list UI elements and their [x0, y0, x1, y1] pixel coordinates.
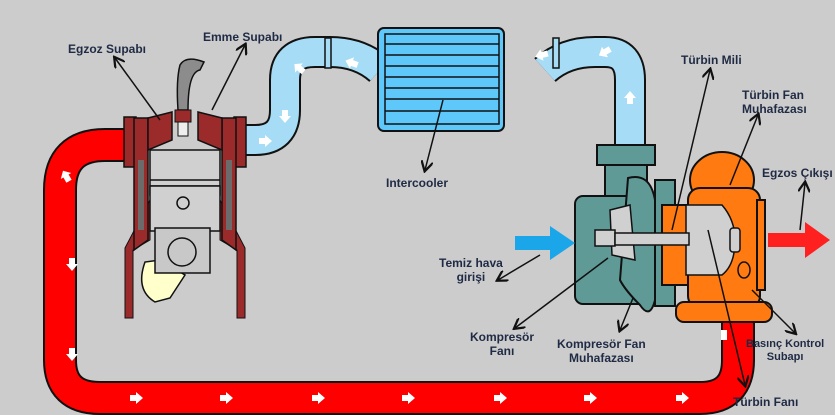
- label-line: Türbin Fan: [742, 88, 804, 102]
- label-line: Basınç Kontrol: [746, 338, 825, 350]
- intake-flow-arrows: [259, 46, 636, 147]
- label-line: Kompresör Fan: [557, 337, 646, 351]
- label-temiz-hava-girisi: Temiz hava girişi: [439, 256, 503, 284]
- label-turbin-fani: Türbin Fanı: [733, 395, 799, 409]
- label-line: Temiz hava: [439, 256, 503, 270]
- label-line: Muhafazası: [742, 102, 807, 116]
- exhaust-out-arrow: [768, 222, 830, 258]
- leader-lines: [115, 45, 805, 385]
- compressor: [574, 144, 676, 313]
- label-intercooler: Intercooler: [386, 176, 449, 190]
- label-line: girişi: [456, 270, 486, 284]
- fresh-air-arrow: [515, 226, 575, 260]
- turbine-shaft: [614, 232, 690, 246]
- label-turbin-mili: Türbin Mili: [681, 53, 742, 67]
- label-kompresor-fan-muhafazasi: Kompresör Fan Muhafazası: [557, 337, 646, 365]
- label-egzoz-supabi: Egzoz Supabı: [68, 42, 146, 56]
- label-line: Muhafazası: [569, 351, 634, 365]
- exhaust-pipe: [43, 128, 755, 415]
- label-basinc-kontrol-subapi: Basınç Kontrol Subapı: [746, 338, 824, 364]
- label-kompresor-fani: Kompresör Fanı: [470, 330, 534, 358]
- label-line: Kompresör: [470, 330, 535, 344]
- label-line: Fanı: [489, 344, 515, 358]
- label-line: Subapı: [766, 351, 804, 363]
- exhaust-flow-arrows: [60, 170, 727, 404]
- label-egzos-cikisi: Egzos Çıkışı: [762, 166, 833, 180]
- engine-cylinder: [123, 58, 247, 319]
- label-emme-supabi: Emme Supabı: [203, 30, 283, 44]
- label-turbin-fan-muhafazasi: Türbin Fan Muhafazası: [742, 88, 807, 116]
- intercooler: [377, 27, 505, 132]
